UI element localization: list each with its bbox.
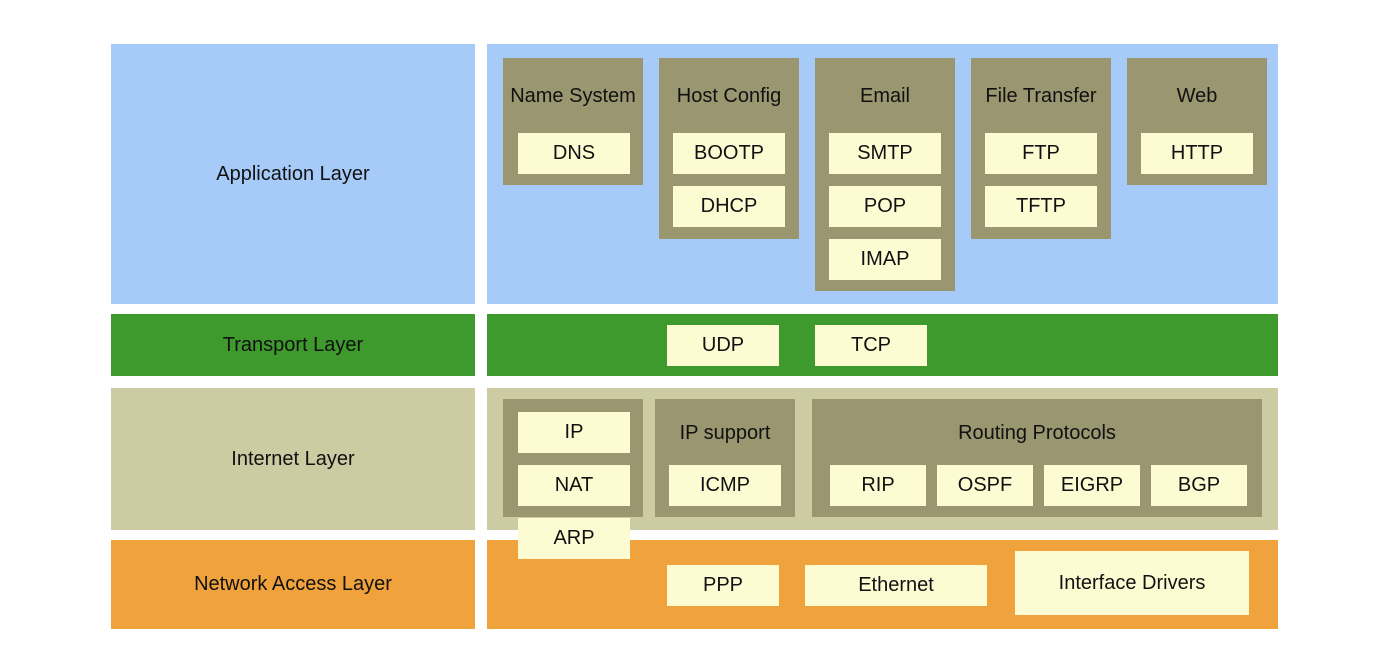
protocol-smtp: SMTP	[829, 133, 941, 174]
protocol-nat: NAT	[518, 465, 630, 506]
application-layer-label: Application Layer	[216, 162, 370, 185]
transport-layer-label: Transport Layer	[222, 333, 364, 356]
network-access-layer-label: Network Access Layer	[194, 573, 392, 595]
internet-layer-label: Internet Layer	[231, 447, 355, 470]
protocol-dhcp: DHCP	[673, 186, 785, 227]
protocol-tftp: TFTP	[985, 186, 1097, 227]
application-layer-label-panel: Application Layer	[111, 44, 475, 304]
protocol-tcp: TCP	[815, 325, 927, 366]
protocol-icmp: ICMP	[669, 465, 781, 506]
network-access-layer-label-panel: Network Access Layer	[111, 540, 475, 629]
file-transfer-title: File Transfer	[985, 85, 1097, 107]
protocol-dns: DNS	[518, 133, 630, 174]
protocol-bgp: BGP	[1151, 465, 1247, 506]
routing-protocols-title: Routing Protocols	[958, 422, 1116, 444]
protocol-udp: UDP	[667, 325, 779, 366]
ip-support-title: IP support	[679, 422, 771, 444]
email-title: Email	[859, 85, 910, 107]
host-config-title: Host Config	[676, 85, 782, 107]
name-system-title: Name System	[510, 85, 636, 107]
protocol-rip: RIP	[830, 465, 926, 506]
web-title: Web	[1176, 85, 1218, 107]
protocol-eigrp: EIGRP	[1044, 465, 1140, 506]
protocol-arp: ARP	[518, 518, 630, 559]
protocol-ftp: FTP	[985, 133, 1097, 174]
protocol-pop: POP	[829, 186, 941, 227]
protocol-ip: IP	[518, 412, 630, 453]
protocol-bootp: BOOTP	[673, 133, 785, 174]
protocol-ppp: PPP	[667, 565, 779, 606]
protocol-ethernet: Ethernet	[805, 565, 987, 606]
protocol-http: HTTP	[1141, 133, 1253, 174]
transport-layer-label-panel: Transport Layer	[111, 314, 475, 376]
protocol-imap: IMAP	[829, 239, 941, 280]
protocol-interface-drivers: Interface Drivers	[1015, 551, 1249, 615]
protocol-ospf: OSPF	[937, 465, 1033, 506]
internet-layer-label-panel: Internet Layer	[111, 388, 475, 530]
